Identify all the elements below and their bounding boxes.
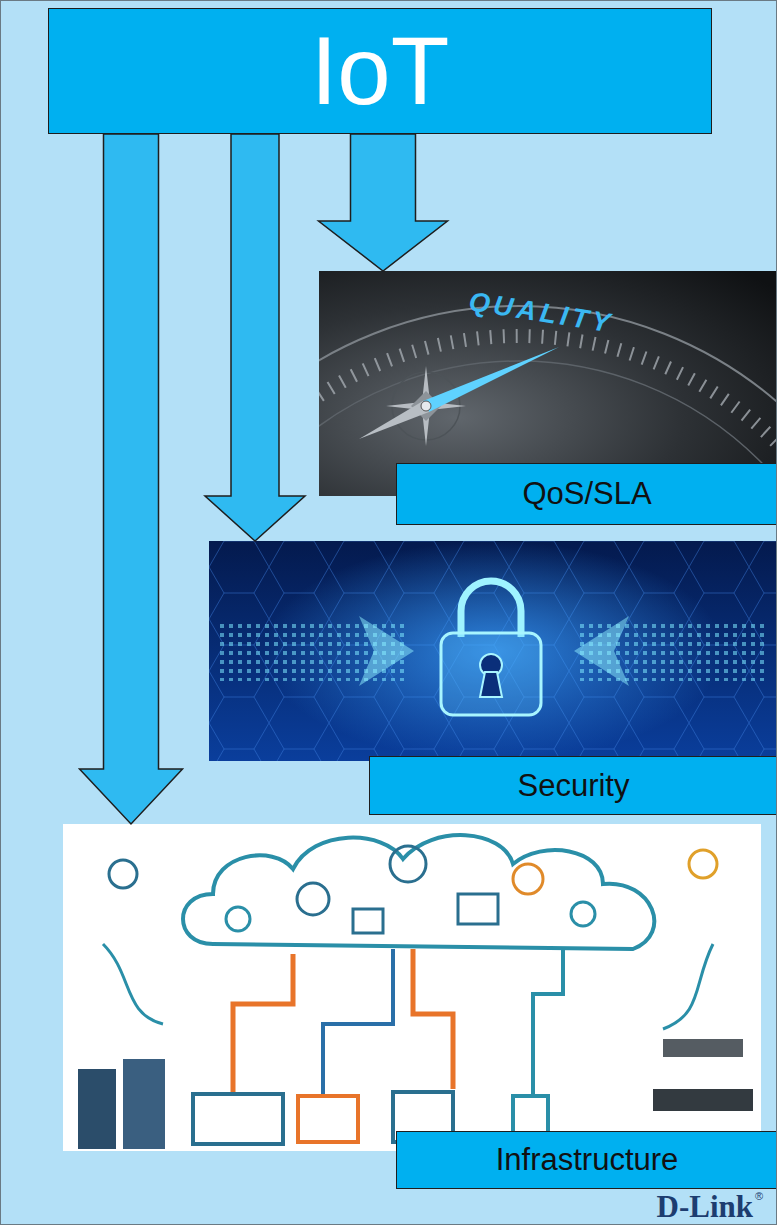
block-arrow: [80, 134, 183, 824]
topic-tab: Infrastructure: [396, 1131, 777, 1189]
topic-panel: Infrastructure: [63, 824, 761, 1151]
security-lock-picture: [209, 541, 777, 761]
block-arrow: [205, 134, 305, 541]
infrastructure-picture: [63, 824, 761, 1151]
title-text: IoT: [311, 18, 450, 124]
title-box: IoT: [48, 8, 712, 134]
registered-mark: ®: [755, 1191, 763, 1202]
topic-tab: Security: [369, 756, 777, 815]
brand-logo: D-Link: [657, 1191, 753, 1222]
block-arrow: [319, 134, 448, 271]
topic-tab: QoS/SLA: [396, 463, 777, 525]
topic-panel: Security: [209, 541, 777, 761]
